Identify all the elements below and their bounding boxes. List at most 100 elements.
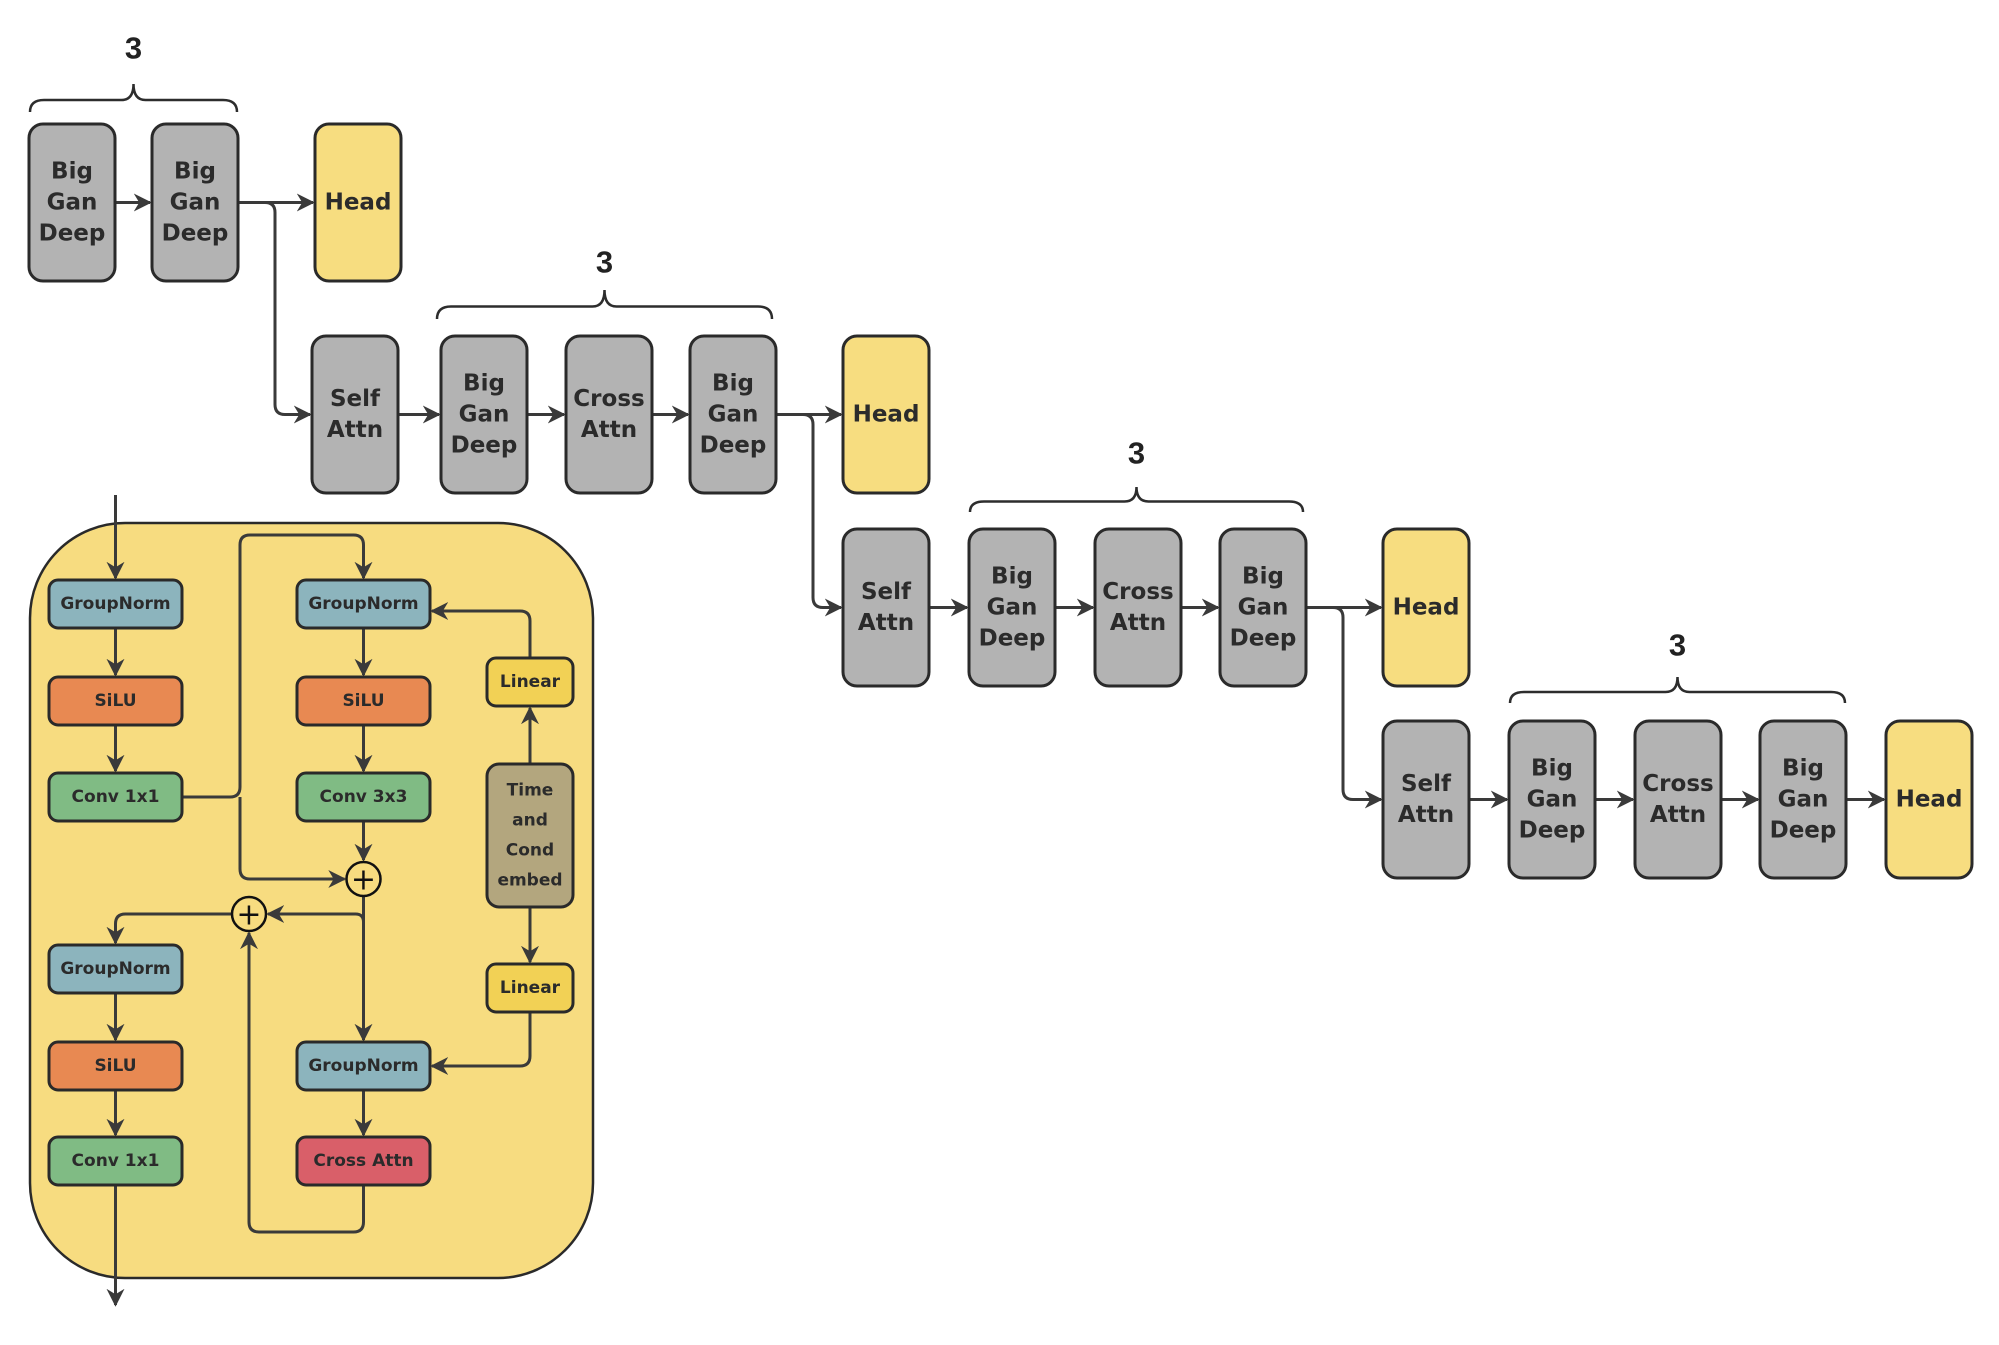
block-cross-attn-shape bbox=[1093, 527, 1183, 688]
block-big-gan-deep-label: Gan bbox=[1238, 595, 1289, 621]
block-big-gan-deep-shape bbox=[1218, 527, 1308, 688]
block-cross-attn-shape bbox=[1633, 719, 1723, 880]
block-self-attn-label: Self bbox=[330, 386, 381, 412]
block-big-gan-deep bbox=[150, 122, 240, 283]
inner-silu-label: SiLU bbox=[342, 691, 384, 711]
block-big-gan-deep-label: Deep bbox=[162, 221, 229, 247]
inner-conv-1x1-shape bbox=[47, 771, 184, 823]
inner-conv-1x1-shape bbox=[47, 1135, 184, 1187]
branch-to-next-stage bbox=[239, 201, 312, 424]
time-and-cond-embed-shape bbox=[485, 762, 575, 909]
block-big-gan-deep-shape bbox=[439, 334, 529, 495]
repeat-brace bbox=[1508, 676, 1847, 704]
inner-silu-label: SiLU bbox=[94, 691, 136, 711]
block-cross-attn bbox=[1093, 527, 1183, 688]
inner-silu-label: SiLU bbox=[94, 1056, 136, 1076]
block-head-label: Head bbox=[1393, 595, 1460, 621]
block-big-gan-deep-label: Gan bbox=[987, 595, 1038, 621]
time-and-cond-embed-label: and bbox=[512, 811, 548, 831]
block-cross-attn-label: Cross bbox=[1642, 771, 1713, 797]
block-big-gan-deep-label: Big bbox=[463, 371, 505, 397]
add-node: + bbox=[345, 860, 382, 898]
block-head bbox=[841, 334, 931, 495]
inner-groupnorm bbox=[47, 578, 184, 630]
block-head-shape bbox=[313, 122, 403, 283]
inner-groupnorm bbox=[295, 578, 432, 630]
block-head-label: Head bbox=[325, 190, 392, 216]
block-cross-attn-label: Attn bbox=[581, 417, 637, 443]
block-self-attn-label: Self bbox=[861, 579, 912, 605]
block-cross-attn-label: Cross bbox=[1102, 579, 1173, 605]
block-big-gan-deep bbox=[1218, 527, 1308, 688]
block-big-gan-deep-shape bbox=[1507, 719, 1597, 880]
block-self-attn-shape bbox=[1381, 719, 1471, 880]
inner-groupnorm-label: GroupNorm bbox=[60, 959, 170, 979]
inner-groupnorm-label: GroupNorm bbox=[60, 594, 170, 614]
block-head-label: Head bbox=[1896, 787, 1963, 813]
block-big-gan-deep-label: Deep bbox=[39, 221, 106, 247]
block-big-gan-deep bbox=[688, 334, 778, 495]
block-cross-attn-shape bbox=[564, 334, 654, 495]
block-big-gan-deep-shape bbox=[967, 527, 1057, 688]
block-head-shape bbox=[1381, 527, 1471, 688]
inner-cross-attn bbox=[295, 1135, 432, 1187]
to-add2-arrow bbox=[266, 905, 365, 930]
inner-groupnorm-shape bbox=[295, 578, 432, 630]
block-head bbox=[1381, 527, 1471, 688]
inner-conv-3x3-label: Conv 3x3 bbox=[320, 787, 408, 807]
repeat-count-label: 3 bbox=[125, 31, 142, 66]
inner-cross-attn-shape bbox=[295, 1135, 432, 1187]
inner-conv-1x1-label: Conv 1x1 bbox=[72, 787, 160, 807]
inner-groupnorm-label: GroupNorm bbox=[308, 1056, 418, 1076]
repeat-count-label: 3 bbox=[1128, 436, 1145, 471]
branch-to-next-stage bbox=[777, 413, 843, 617]
inner-linear-label: Linear bbox=[500, 978, 561, 998]
block-big-gan-deep-shape bbox=[27, 122, 117, 283]
repeat-count-label: 3 bbox=[596, 245, 613, 280]
block-big-gan-deep-label: Deep bbox=[451, 433, 518, 459]
block-big-gan-deep-label: Big bbox=[1531, 756, 1573, 782]
time-and-cond-embed-label: Time bbox=[507, 781, 554, 801]
inner-linear-shape bbox=[485, 962, 575, 1014]
block-big-gan-deep-shape bbox=[688, 334, 778, 495]
block-big-gan-deep bbox=[1758, 719, 1848, 880]
block-big-gan-deep-label: Big bbox=[1782, 756, 1824, 782]
inner-groupnorm-label: GroupNorm bbox=[308, 594, 418, 614]
inner-silu-shape bbox=[47, 675, 184, 727]
block-cross-attn bbox=[1633, 719, 1723, 880]
block-big-gan-deep-label: Deep bbox=[979, 626, 1046, 652]
inner-linear bbox=[485, 962, 575, 1014]
inner-linear bbox=[485, 656, 575, 708]
block-big-gan-deep-label: Big bbox=[51, 159, 93, 185]
inner-silu bbox=[47, 1040, 184, 1092]
block-cross-attn-label: Attn bbox=[1650, 802, 1706, 828]
block-big-gan-deep-label: Deep bbox=[1519, 818, 1586, 844]
block-big-gan-deep-label: Big bbox=[1242, 564, 1284, 590]
block-big-gan-deep-label: Gan bbox=[708, 402, 759, 428]
block-self-attn bbox=[1381, 719, 1471, 880]
block-head-shape bbox=[1884, 719, 1974, 880]
block-big-gan-deep bbox=[967, 527, 1057, 688]
block-self-attn bbox=[841, 527, 931, 688]
time-and-cond-embed-label: embed bbox=[497, 871, 562, 891]
repeat-brace bbox=[968, 486, 1305, 513]
block-self-attn-label: Attn bbox=[327, 417, 383, 443]
inner-cross-attn-label: Cross Attn bbox=[313, 1151, 413, 1171]
block-head-label: Head bbox=[853, 402, 920, 428]
add-node-symbol: + bbox=[236, 898, 261, 933]
block-big-gan-deep bbox=[1507, 719, 1597, 880]
linear-to-groupnorm bbox=[430, 1012, 532, 1075]
block-self-attn-shape bbox=[841, 527, 931, 688]
inner-silu bbox=[47, 675, 184, 727]
block-big-gan-deep-shape bbox=[150, 122, 240, 283]
inner-conv-1x1-label: Conv 1x1 bbox=[72, 1151, 160, 1171]
block-big-gan-deep-shape bbox=[1758, 719, 1848, 880]
add-node-symbol: + bbox=[351, 863, 376, 898]
inner-groupnorm-shape bbox=[47, 943, 184, 995]
block-big-gan-deep-label: Gan bbox=[459, 402, 510, 428]
block-cross-attn bbox=[564, 334, 654, 495]
block-cross-attn-label: Cross bbox=[573, 386, 644, 412]
block-self-attn-label: Attn bbox=[858, 610, 914, 636]
cross-attn-residual bbox=[240, 931, 365, 1234]
